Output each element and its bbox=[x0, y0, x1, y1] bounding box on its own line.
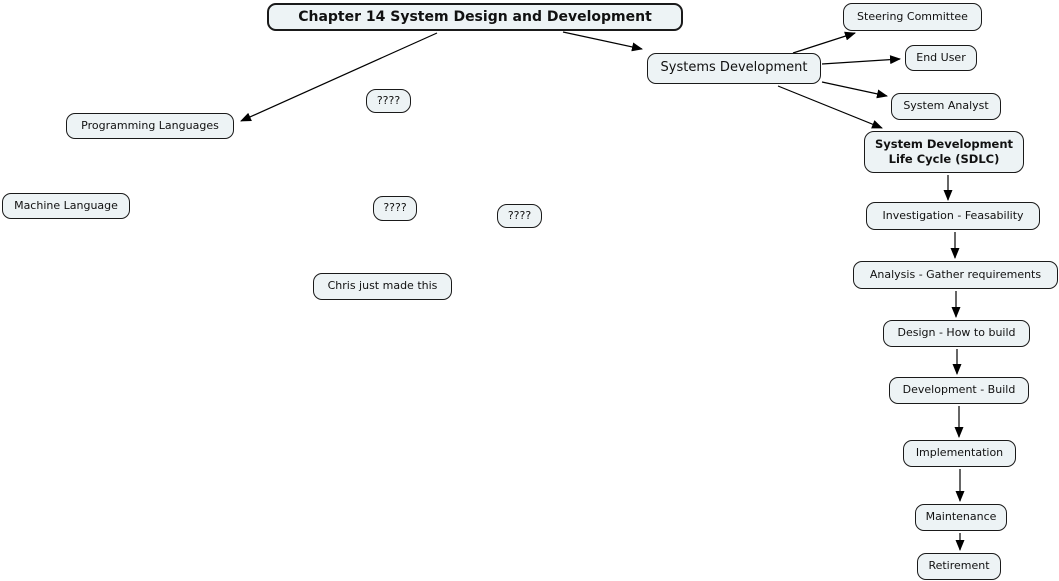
concept-node-label: Chapter 14 System Design and Development bbox=[298, 8, 652, 25]
concept-node-design[interactable]: Design - How to build bbox=[883, 320, 1030, 347]
concept-node-label: Steering Committee bbox=[857, 9, 968, 23]
concept-node-question-1[interactable]: ???? bbox=[366, 89, 411, 113]
concept-node-label: ???? bbox=[383, 201, 407, 215]
concept-node-question-3[interactable]: ???? bbox=[497, 204, 542, 228]
concept-node-label: End User bbox=[916, 50, 966, 64]
concept-node-maintenance[interactable]: Maintenance bbox=[915, 504, 1007, 531]
concept-node-label: Maintenance bbox=[925, 510, 997, 524]
concept-node-label: Implementation bbox=[915, 446, 1004, 460]
concept-node-label: Chris just made this bbox=[327, 279, 438, 293]
concept-node-systems-development[interactable]: Systems Development bbox=[647, 53, 821, 84]
edge-chapter-title-to-systems-development bbox=[562, 31, 643, 52]
concept-node-implementation[interactable]: Implementation bbox=[903, 440, 1016, 467]
concept-node-development[interactable]: Development - Build bbox=[889, 377, 1029, 404]
concept-node-label: Programming Languages bbox=[81, 118, 219, 132]
concept-node-label: ???? bbox=[507, 208, 532, 222]
concept-node-label: Systems Development bbox=[660, 60, 808, 76]
concept-node-investigation[interactable]: Investigation - Feasability bbox=[866, 202, 1040, 230]
concept-node-analysis[interactable]: Analysis - Gather requirements bbox=[853, 261, 1058, 289]
concept-node-label: ???? bbox=[376, 93, 401, 107]
edge-systems-development-to-end-user bbox=[821, 55, 901, 65]
concept-node-chris-note[interactable]: Chris just made this bbox=[313, 273, 452, 300]
concept-node-system-analyst[interactable]: System Analyst bbox=[891, 93, 1001, 120]
concept-node-retirement[interactable]: Retirement bbox=[917, 553, 1001, 580]
edge-systems-development-to-system-analyst bbox=[821, 81, 888, 99]
concept-node-label: Machine Language bbox=[14, 198, 118, 212]
concept-node-programming-languages[interactable]: Programming Languages bbox=[66, 113, 234, 139]
concept-node-label: Design - How to build bbox=[897, 326, 1016, 340]
concept-node-question-2[interactable]: ???? bbox=[373, 196, 417, 221]
concept-node-label: Investigation - Feasability bbox=[882, 208, 1024, 222]
concept-node-label: Development - Build bbox=[902, 383, 1016, 397]
concept-node-steering-committee[interactable]: Steering Committee bbox=[843, 3, 982, 31]
concept-node-machine-language[interactable]: Machine Language bbox=[2, 193, 130, 219]
concept-node-end-user[interactable]: End User bbox=[905, 45, 977, 71]
concept-node-label: System Development bbox=[874, 137, 1014, 152]
edge-systems-development-to-steering-committee bbox=[792, 31, 856, 54]
edge-systems-development-to-sdlc bbox=[777, 85, 883, 129]
concept-node-label: Analysis - Gather requirements bbox=[869, 267, 1042, 281]
concept-node-label: System Analyst bbox=[903, 99, 989, 113]
concept-node-label: Retirement bbox=[928, 559, 990, 573]
concept-node-chapter-title[interactable]: Chapter 14 System Design and Development bbox=[267, 3, 683, 31]
concept-node-label: Life Cycle (SDLC) bbox=[888, 152, 1000, 166]
